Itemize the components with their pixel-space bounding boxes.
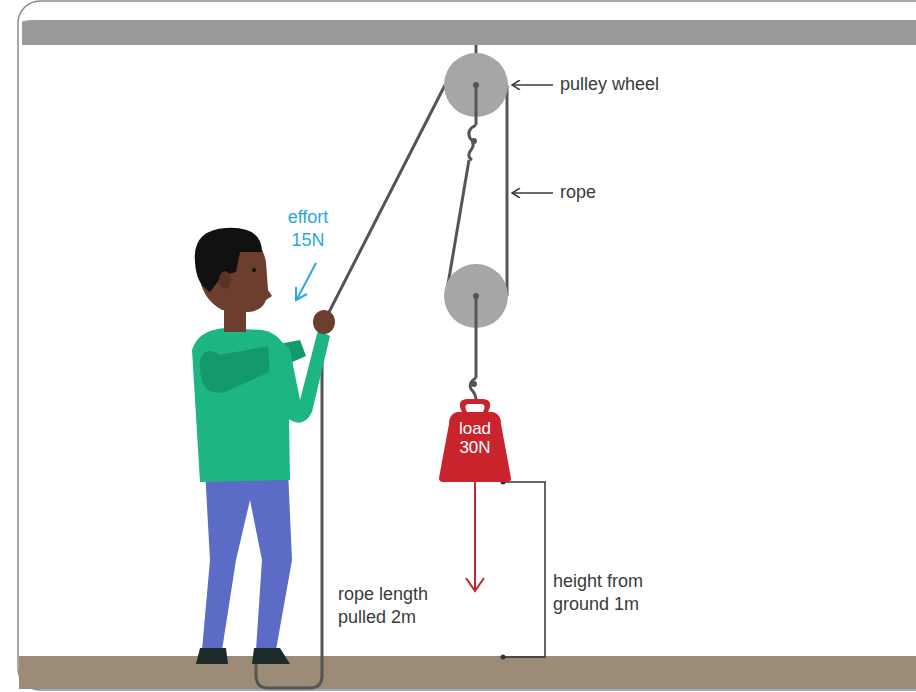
part-label: pulley wheel [560, 73, 700, 96]
hook [470, 378, 476, 400]
leader-arrow [512, 84, 553, 86]
hook [469, 125, 476, 160]
leader-arrow [512, 192, 553, 194]
frame [18, 1, 916, 690]
load-weight: load 30N [439, 398, 511, 482]
dimension-label: height from ground 1m [553, 570, 665, 615]
floor [19, 656, 916, 689]
load-label: load 30N [453, 420, 497, 457]
man-figure [192, 228, 335, 664]
part-label: rope [560, 181, 640, 204]
effort-arrow [297, 263, 316, 299]
ceiling [22, 20, 916, 45]
force-label: effort 15N [280, 206, 336, 251]
height-bracket [503, 482, 545, 657]
rope-strand [506, 85, 509, 296]
dimension-label: rope length pulled 2m [338, 583, 450, 628]
load-arrow [474, 482, 476, 590]
